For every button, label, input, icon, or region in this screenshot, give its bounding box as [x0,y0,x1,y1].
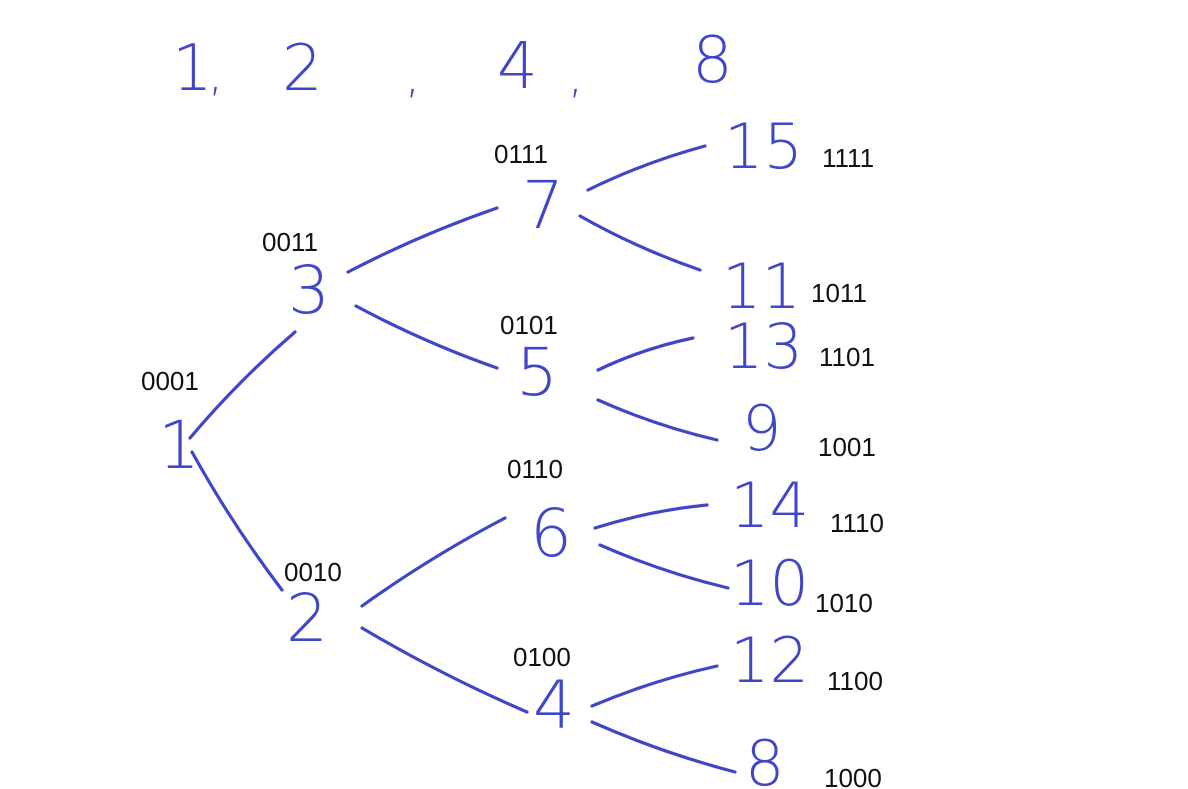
node-label: 11 [722,250,801,323]
header-sequence: 1 , 2 , 4 , 8 [172,24,733,106]
node-binary: 1110 [830,508,884,538]
node-label: 8 [745,727,784,789]
node-label: 13 [724,310,803,383]
tree-edge [596,336,695,372]
node-label: 1 [158,407,200,484]
header-item: 4 [497,30,538,104]
node-label: 9 [742,392,781,465]
tree-edge [346,206,499,274]
node-label: 2 [286,580,328,657]
tree-edge [360,626,529,714]
node-label: 3 [288,252,330,329]
header-item: 1 [172,32,213,106]
node-label: 5 [516,334,558,411]
tree-edges [188,144,737,774]
header-item: 2 [282,32,323,106]
node-binary: 0001 [141,366,199,396]
tree-edge [360,516,507,608]
node-binary: 1100 [827,666,883,696]
node-binary: 1000 [824,763,882,789]
node-label: 12 [730,624,809,697]
node-binary: 0101 [500,310,558,340]
tree-edge [578,214,702,272]
node-label: 15 [724,110,803,183]
tree-edge [586,144,707,192]
node-label: 6 [530,495,572,572]
tree-nodes: 0001 1 0011 3 0010 2 0111 7 0101 5 0110 … [141,110,884,789]
tree-edge [190,450,284,592]
node-binary: 0111 [494,139,548,169]
node-binary: 0011 [262,227,318,257]
tree-edge [596,398,719,442]
tree-edge [598,543,730,590]
node-binary: 1101 [819,342,875,372]
node-label: 10 [730,547,809,620]
node-binary: 1111 [822,143,874,173]
tree-edge [590,664,719,708]
node-label: 4 [533,667,575,744]
node-binary: 1001 [818,432,876,462]
tree-edge [590,720,737,774]
node-binary: 0010 [284,557,342,587]
node-binary: 1011 [811,278,867,308]
tree-edge [593,503,709,530]
node-label: 7 [522,167,564,244]
node-label: 14 [730,469,809,542]
node-binary: 0100 [513,642,571,672]
node-binary: 1010 [815,588,873,618]
header-separator: , [568,48,583,104]
header-separator: , [208,46,223,102]
header-separator: , [405,48,420,104]
tree-edge [188,330,297,440]
node-binary: 0110 [507,454,563,484]
header-item: 8 [692,24,733,98]
tree-edge [354,304,499,370]
